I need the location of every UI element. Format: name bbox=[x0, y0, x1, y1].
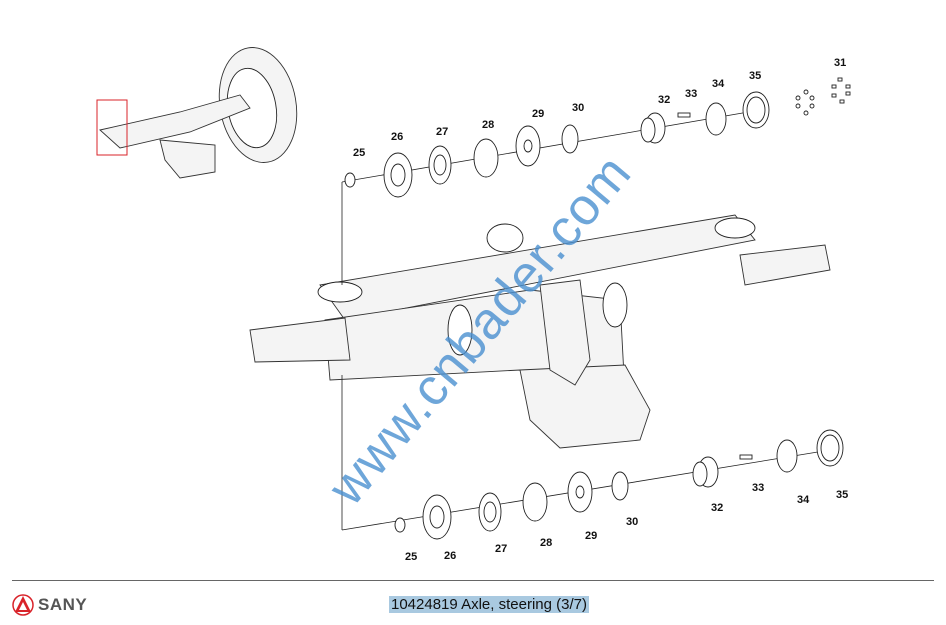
callout-label: 32 bbox=[711, 502, 723, 514]
bottom-parts bbox=[394, 429, 844, 540]
callout-label: 28 bbox=[540, 537, 552, 549]
top-callout-labels: 25 26 27 28 29 30 32 33 34 35 31 bbox=[353, 57, 846, 159]
sany-logo: SANY bbox=[12, 594, 87, 616]
callout-label: 35 bbox=[836, 489, 848, 501]
callout-label: 32 bbox=[658, 94, 670, 106]
callout-label: 29 bbox=[532, 108, 544, 120]
callout-label: 30 bbox=[572, 102, 584, 114]
bolt-pattern bbox=[795, 77, 851, 116]
footer-divider bbox=[12, 580, 934, 581]
callout-label: 27 bbox=[495, 543, 507, 555]
callout-label: 25 bbox=[405, 551, 417, 563]
callout-label: 30 bbox=[626, 516, 638, 528]
callout-label: 34 bbox=[712, 78, 725, 90]
overview-inset bbox=[96, 47, 298, 179]
callout-label: 26 bbox=[444, 550, 456, 562]
axle-housing bbox=[249, 214, 831, 449]
inset-highlight-box bbox=[96, 99, 128, 156]
callout-label: 35 bbox=[749, 70, 761, 82]
callout-label: 26 bbox=[391, 131, 403, 143]
brand-name: SANY bbox=[38, 595, 88, 614]
callout-label: 31 bbox=[834, 57, 846, 69]
callout-label: 29 bbox=[585, 530, 597, 542]
bottom-callout-labels: 25 26 27 28 29 30 32 33 34 35 bbox=[405, 482, 848, 563]
sany-logo-icon bbox=[12, 594, 34, 616]
callout-label: 28 bbox=[482, 119, 494, 131]
callout-label: 27 bbox=[436, 126, 448, 138]
callout-label: 33 bbox=[752, 482, 764, 494]
callout-label: 34 bbox=[797, 494, 810, 506]
page-caption: 10424819 Axle, steering (3/7) bbox=[389, 596, 589, 613]
callout-label: 33 bbox=[685, 88, 697, 100]
top-parts bbox=[344, 77, 851, 198]
callout-label: 25 bbox=[353, 147, 365, 159]
